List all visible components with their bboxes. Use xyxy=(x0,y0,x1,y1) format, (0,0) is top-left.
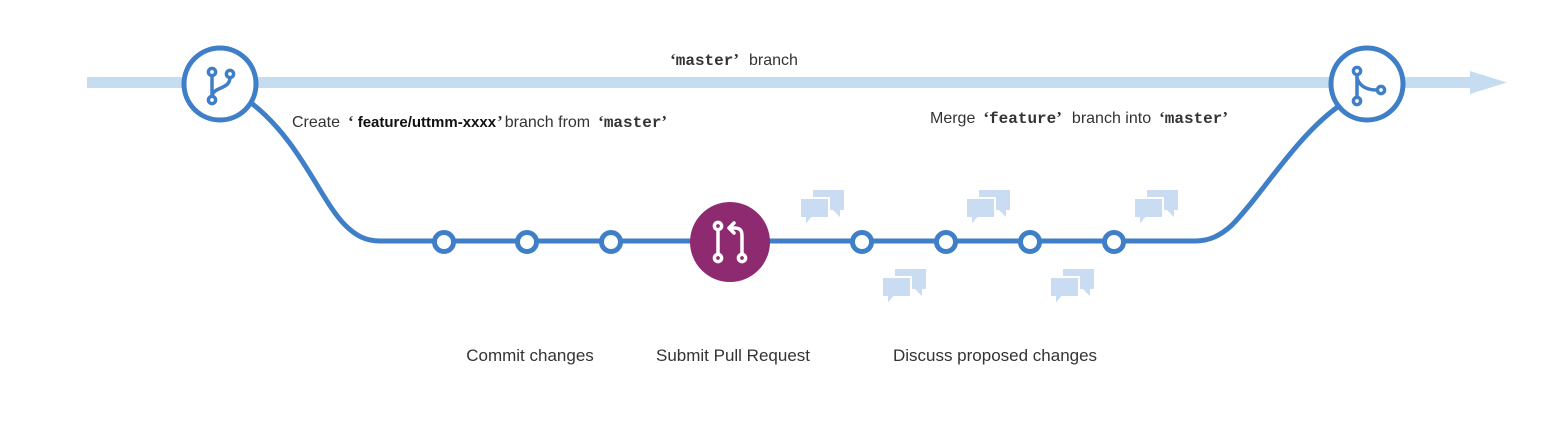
git-branch-icon xyxy=(181,45,259,123)
master-branch-label: ‘master’branch xyxy=(670,50,798,70)
commit-node-icon xyxy=(599,230,623,254)
comment-bubbles-icon xyxy=(1133,190,1178,229)
commit-node-icon xyxy=(432,230,456,254)
comment-bubbles xyxy=(799,190,1178,308)
create-branch-label: Create‘feature/uttmm-xxxx’branch from‘ma… xyxy=(292,112,667,132)
comment-bubbles-icon xyxy=(799,190,844,229)
merge-branch-label: Merge‘feature’branch into‘master’ xyxy=(930,108,1228,128)
discuss-changes-caption: Discuss proposed changes xyxy=(893,346,1097,365)
commit-node-icon xyxy=(1018,230,1042,254)
commit-nodes xyxy=(432,230,1126,254)
git-pull-request-icon xyxy=(690,202,770,282)
comment-bubbles-icon xyxy=(881,269,926,308)
commit-changes-caption: Commit changes xyxy=(466,346,594,365)
comment-bubbles-icon xyxy=(1049,269,1094,308)
commit-node-icon xyxy=(850,230,874,254)
commit-node-icon xyxy=(515,230,539,254)
commit-node-icon xyxy=(1102,230,1126,254)
comment-bubbles-icon xyxy=(965,190,1010,229)
arrowhead-icon xyxy=(1470,71,1507,94)
feature-branch-line xyxy=(247,99,1348,244)
git-merge-icon xyxy=(1328,45,1406,123)
commit-node-icon xyxy=(934,230,958,254)
master-branch-line xyxy=(87,71,1507,94)
pull-request-caption: Submit Pull Request xyxy=(656,346,810,365)
